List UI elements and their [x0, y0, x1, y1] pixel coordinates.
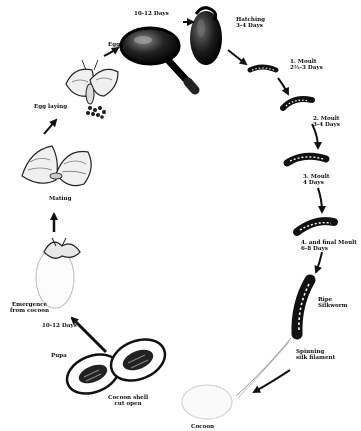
- laid-eggs-cluster: [86, 106, 106, 119]
- arrow-moult4-to-ripe: [316, 252, 322, 272]
- label-mating: Mating: [49, 196, 72, 202]
- hatching-egg-illustration: [190, 8, 222, 65]
- arrow-hatching-to-moult1: [228, 50, 246, 64]
- larva-third-moult: [287, 156, 326, 163]
- emerging-moth-illustration: [36, 238, 80, 308]
- larva-second-moult: [283, 99, 312, 108]
- label-cocoon: Cocoon: [191, 424, 214, 430]
- larva-fourth-moult: [297, 221, 334, 232]
- arrow-pupa-to-emergence: [72, 318, 106, 352]
- label-emergence: Emergence from cocoon: [10, 302, 49, 315]
- label-hatching: Hatching 3-4 Days: [236, 17, 265, 30]
- magnified-egg-illustration: [121, 28, 195, 90]
- label-moult-1: 1. Moult 2½-3 Days: [290, 59, 323, 72]
- silk-filament-lines: [236, 338, 291, 398]
- label-cocoon-cut-open: Cocoon shell cut open: [108, 395, 148, 408]
- label-spinning: Spinning silk filament: [296, 349, 335, 362]
- egg-laying-moth-illustration: [66, 60, 118, 104]
- cocoon-illustration: [182, 385, 232, 419]
- label-egg-laying: Egg laying: [34, 104, 67, 110]
- label-moult-4: 4. and final Moult 6-8 Days: [301, 240, 357, 253]
- arrow-egg-laying-to-egg: [104, 48, 118, 56]
- cocoon-cut-open-illustration: [61, 332, 171, 401]
- mating-moths-illustration: [22, 146, 91, 186]
- larva-first-moult: [250, 67, 276, 70]
- label-moult-3: 3. Moult 4 Days: [303, 174, 330, 187]
- label-pupa: Pupa: [51, 353, 67, 359]
- arrow-mating-to-egg-laying: [44, 120, 56, 134]
- label-ripe-silkworm: Ripe Silkworm: [318, 297, 348, 310]
- label-moult-2: 2. Moult 3-4 Days: [313, 116, 340, 129]
- ripe-silkworm-illustration: [297, 275, 315, 334]
- arrow-moult3-to-moult4: [318, 188, 322, 212]
- label-egg-days: 10-12 Days: [134, 11, 169, 17]
- label-pupa-days: 10-12 Days: [42, 323, 77, 329]
- arrow-moult1-to-moult2: [278, 78, 288, 94]
- label-egg: Egg: [108, 42, 120, 48]
